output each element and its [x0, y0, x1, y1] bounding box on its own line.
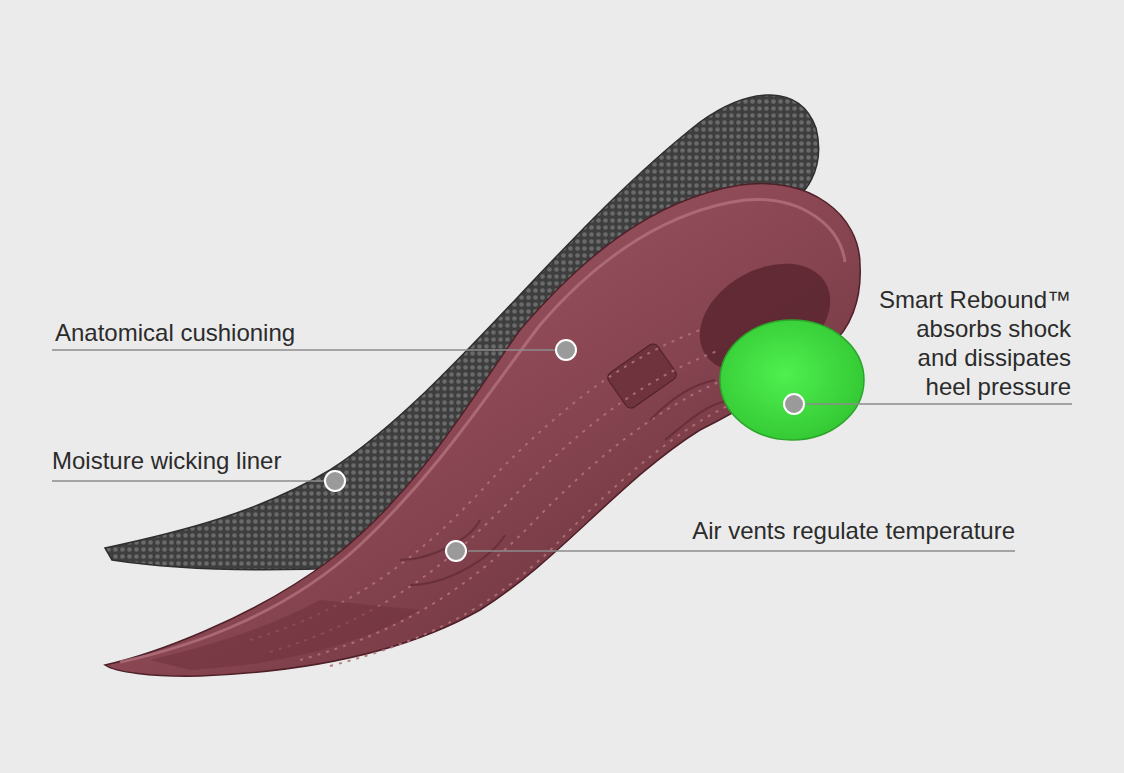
callout-label: Smart Rebound™ absorbs shock and dissipa… [871, 285, 1071, 401]
forefoot-panel [150, 600, 420, 670]
arch-pad [605, 342, 678, 411]
rebound-disc [720, 320, 864, 440]
callout-label: Moisture wicking liner [52, 446, 281, 475]
cushion-layer [105, 183, 860, 676]
cushion-rim [120, 199, 845, 662]
leader-lines [52, 350, 1072, 551]
callout-label: Anatomical cushioning [55, 318, 295, 347]
callout-label: Air vents regulate temperature [692, 516, 1015, 545]
vent-grooves [400, 380, 730, 585]
